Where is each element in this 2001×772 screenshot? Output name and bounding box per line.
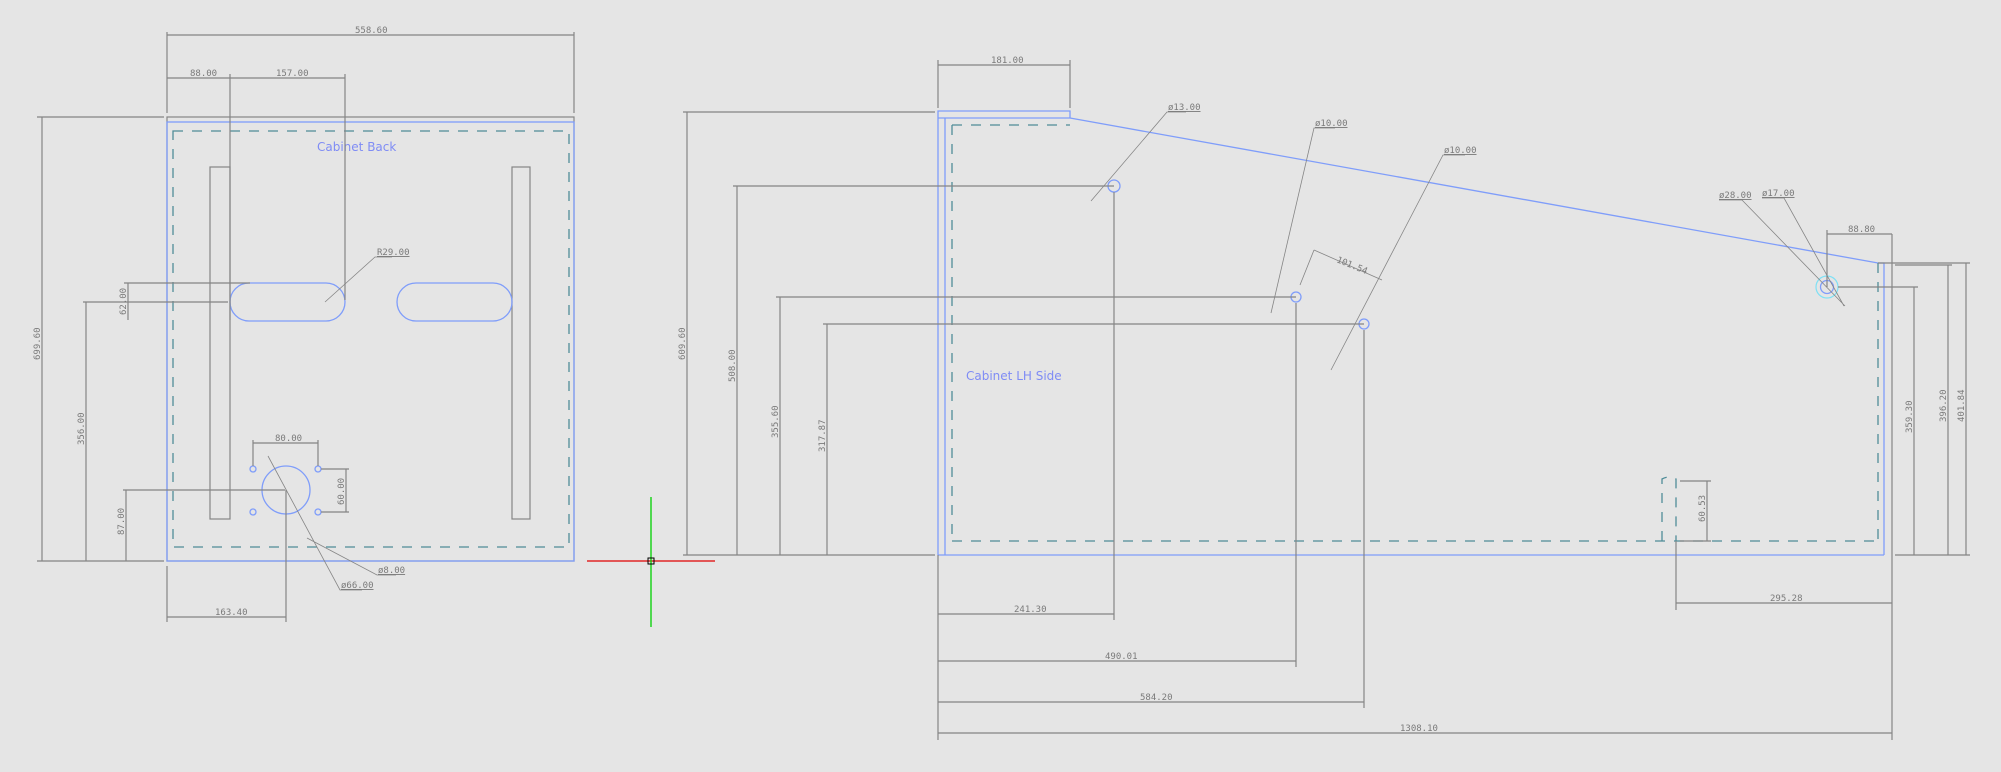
dim-text: 87.00: [117, 508, 127, 535]
cursor-pickbox: [647, 557, 655, 565]
dim-text: ø10.00: [1444, 146, 1477, 156]
dim-text: ø66.00: [341, 581, 374, 591]
side-slot: [1661, 476, 1677, 541]
dim-text: ø8.00: [378, 566, 405, 576]
back-outline: [166, 116, 575, 562]
side-outline: [937, 110, 1885, 556]
bolt-hole: [249, 508, 257, 516]
dim-text: 359.30: [1905, 400, 1915, 433]
dim-text: 157.00: [276, 69, 309, 79]
dim-text: 401.84: [1957, 389, 1967, 422]
dim-text: 181.00: [991, 56, 1024, 66]
dim-text: 355.60: [771, 405, 781, 438]
dim-text: 1308.10: [1400, 724, 1438, 734]
dim-text: 317.87: [818, 419, 828, 452]
dim-text: 558.60: [355, 26, 388, 36]
dim-text: 60.00: [337, 478, 347, 505]
dim-text: ø17.00: [1762, 189, 1795, 199]
back-panel-edge: [166, 121, 575, 562]
back-right-slot: [396, 282, 513, 322]
side-view-title: Cabinet LH Side: [966, 369, 1062, 383]
back-hidden-line: [172, 130, 570, 548]
dim-text: 490.01: [1105, 652, 1138, 662]
dim-text: 80.00: [275, 434, 302, 444]
dim-text: ø13.00: [1168, 103, 1201, 113]
dim-text: 88.00: [190, 69, 217, 79]
dim-text: 609.60: [678, 327, 688, 360]
back-right-batten: [511, 166, 531, 520]
bolt-hole: [314, 465, 322, 473]
back-left-slot: [229, 282, 346, 322]
dim-text: 584.20: [1140, 693, 1173, 703]
dim-text: R29.00: [377, 248, 410, 258]
dim-text: 88.80: [1848, 225, 1875, 235]
dim-text: ø28.00: [1719, 191, 1752, 201]
cabinet-back-view: Cabinet Back 558.60 88.00 157.00 R29.00 …: [33, 26, 575, 622]
dim-text: 101.54: [1335, 256, 1369, 277]
bolt-hole: [249, 465, 257, 473]
back-view-title: Cabinet Back: [317, 140, 396, 154]
bolt-hole: [314, 508, 322, 516]
dim-text: 699.60: [33, 327, 43, 360]
back-left-batten: [209, 166, 231, 520]
dim-text: 396.20: [1939, 389, 1949, 422]
dim-text: 62.00: [119, 288, 129, 315]
dim-text: 60.53: [1698, 495, 1708, 522]
dim-text: ø10.00: [1315, 119, 1348, 129]
crosshair-cursor: [587, 497, 715, 627]
dim-text: 163.40: [215, 608, 248, 618]
dim-text: 508.00: [728, 349, 738, 382]
dim-text: 295.28: [1770, 594, 1803, 604]
dim-text: 241.30: [1014, 605, 1047, 615]
dim-text: 356.00: [77, 412, 87, 445]
cabinet-lh-side-view: Cabinet LH Side 181.00 ø13.00 ø10.00 ø10…: [678, 56, 1970, 740]
